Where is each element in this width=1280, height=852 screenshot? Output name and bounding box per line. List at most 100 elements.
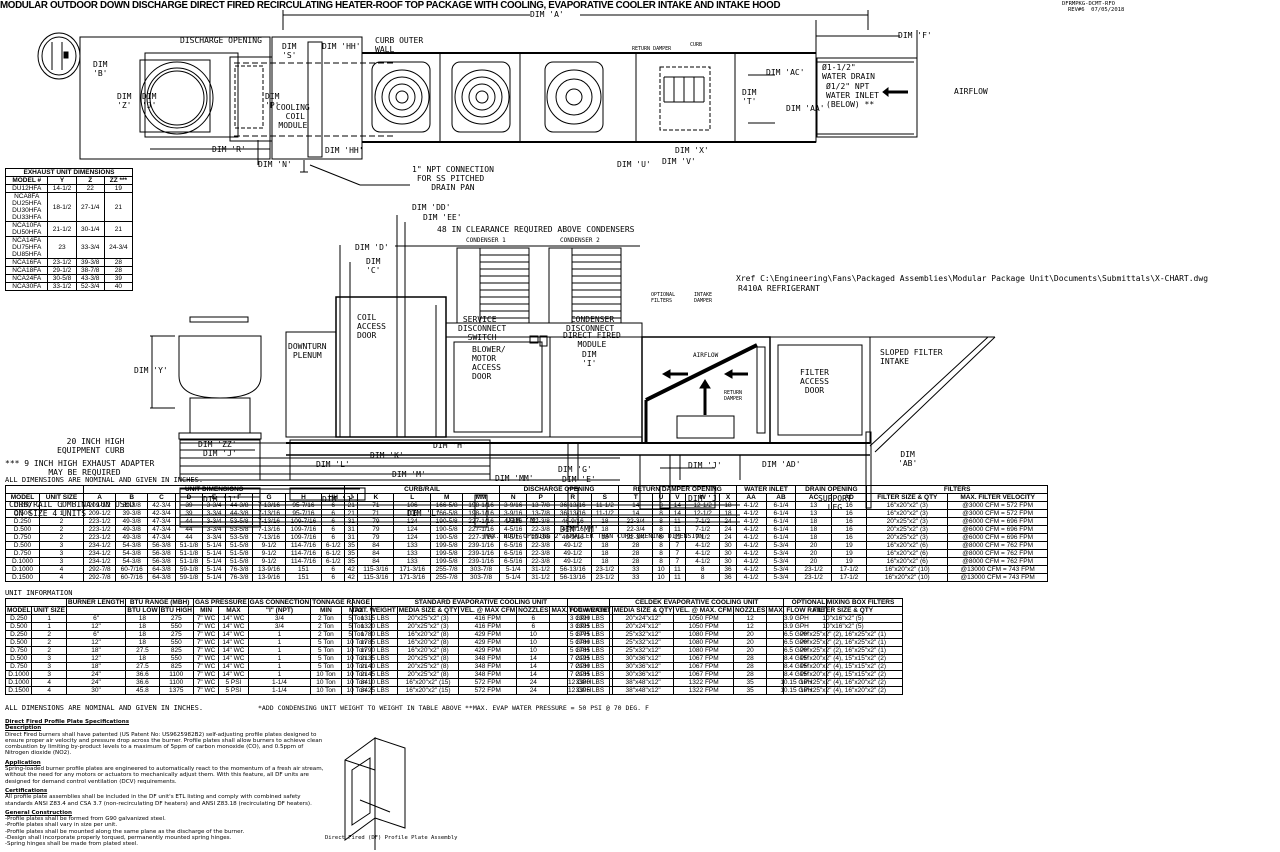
table-cell: 35	[732, 686, 768, 695]
discharge-opening-label: DISCHARGE OPENING	[180, 36, 262, 45]
table-cell: 10"x16"x2" (5)	[783, 622, 903, 631]
table-cell: 23-1/2	[590, 565, 620, 574]
table-cell: 7	[668, 549, 687, 558]
table-cell: 10"x16"x2" (5)	[783, 614, 903, 623]
notes-section-body: Direct Fired burners shall have patented…	[5, 731, 324, 757]
table-cell: 23-1/2	[590, 573, 620, 582]
table-cell: 303-7/8	[462, 565, 500, 574]
dim-j2-label: DIM 'J'	[688, 461, 722, 470]
table-cell: 56-13/16	[553, 565, 592, 574]
table-cell: 39-3/8	[115, 501, 149, 510]
table-cell: 18	[125, 638, 160, 647]
table-cell: 2125 LBS	[567, 654, 613, 663]
table-cell: 56-3/8	[147, 541, 176, 550]
dimensions-note-2: ALL DIMENSIONS ARE NOMINAL AND GIVEN IN …	[5, 704, 204, 712]
table-cell: 4-1/2	[685, 557, 721, 566]
table-cell: 5-1/4	[498, 565, 528, 574]
column-group-header: GAS CONNECTION	[247, 598, 312, 607]
table-cell: 10	[652, 565, 670, 574]
table-cell: 5 PSI	[218, 686, 249, 695]
table-cell: 44	[174, 517, 204, 526]
table-cell: 18	[795, 517, 832, 526]
table-cell: D.500	[5, 509, 40, 518]
table-cell: 8	[652, 541, 670, 550]
table-cell: 12"	[65, 622, 127, 631]
table-cell: 28	[618, 541, 654, 550]
table-cell: 47-3/4	[147, 517, 176, 526]
column-header: H	[284, 493, 323, 502]
filter-access-door-label: FILTER ACCESS DOOR	[800, 368, 829, 395]
table-cell: 3	[38, 557, 85, 566]
table-cell: 71	[357, 509, 395, 518]
table-cell: 7-1/2	[685, 533, 721, 542]
table-cell: 6	[321, 533, 346, 542]
revision: REV#6 07/05/2018	[1068, 7, 1125, 13]
table-cell: 16	[830, 533, 868, 542]
table-cell: 18	[719, 501, 737, 510]
table-cell: 22-3/8	[526, 533, 555, 542]
table-cell: 3-3/4	[202, 501, 227, 510]
column-header: G	[252, 493, 286, 502]
table-cell: 3	[38, 541, 85, 550]
table-cell: 5 Ton	[310, 646, 342, 655]
table-cell: 190-5/8	[430, 517, 464, 526]
table-cell: 60-7/16	[115, 573, 149, 582]
table-cell: 6	[321, 565, 346, 574]
table-cell: 20"x25"x2" (8)	[396, 654, 460, 663]
return-damper-elevation-label: RETURN DAMPER	[724, 390, 743, 402]
column-group-header: BTU RANGE (MBH)	[125, 598, 194, 607]
table-cell: 18	[590, 517, 620, 526]
table-cell: 8	[652, 509, 670, 518]
table-cell: 2145 LBS	[352, 670, 398, 679]
table-cell: 18-1/2	[47, 192, 77, 222]
dim-z-label: DIM 'Z'	[117, 92, 132, 110]
table-cell: 133	[393, 557, 432, 566]
table-cell: 19	[830, 557, 868, 566]
table-cell: 95-7/16	[284, 501, 323, 510]
table-cell: 199-5/8	[430, 549, 464, 558]
table-cell: 12	[732, 622, 768, 631]
table-cell: 71	[357, 501, 395, 510]
table-cell: 429 FPM	[458, 646, 518, 655]
dim-m-label: DIM 'M'	[392, 470, 426, 479]
table-cell: 16"x20"x2" (8)	[396, 638, 460, 647]
table-cell: 21-1/2	[47, 221, 77, 237]
table-cell: 44	[174, 525, 204, 534]
table-cell: 42-3/4	[147, 501, 176, 510]
table-cell: 31-1/2	[526, 573, 555, 582]
table-cell: D.250	[4, 614, 33, 623]
table-cell: 1	[247, 646, 312, 655]
table-cell: 18	[795, 533, 832, 542]
table-cell: 11	[668, 565, 687, 574]
table-cell: 5 Ton	[310, 662, 342, 671]
table-cell: 12-1/2	[685, 501, 721, 510]
npt-connection-label: 1" NPT CONNECTION FOR SS PITCHED DRAIN P…	[412, 165, 494, 192]
table-cell: 348 FPM	[458, 662, 518, 671]
table-cell: 47-3/4	[147, 525, 176, 534]
table-cell: 28	[732, 670, 768, 679]
table-cell: 1080 FPM	[673, 638, 734, 647]
table-cell: 133	[393, 549, 432, 558]
table-cell: 227-1/16	[462, 533, 500, 542]
table-cell: 22-3/4	[618, 525, 654, 534]
table-cell: 1	[247, 654, 312, 663]
table-cell: 31	[344, 525, 359, 534]
table-cell: 15"x20"x2" (4), 15"x15"x2" (2)	[783, 654, 903, 663]
table-cell: 14	[618, 501, 654, 510]
table-cell: 31	[344, 533, 359, 542]
column-header: UNIT SIZE	[38, 493, 85, 502]
table-cell: 39	[174, 501, 204, 510]
table-cell: 25"x32"x12"	[611, 646, 675, 655]
table-cell: 223-1/2	[83, 525, 117, 534]
column-header: B	[115, 493, 149, 502]
table-cell: 22-3/8	[526, 541, 555, 550]
table-cell: 38"x48"x12"	[611, 686, 675, 695]
table-cell: 7" WC	[192, 646, 220, 655]
table-cell: 223-1/2	[83, 517, 117, 526]
table-cell: 1050 FPM	[673, 622, 734, 631]
